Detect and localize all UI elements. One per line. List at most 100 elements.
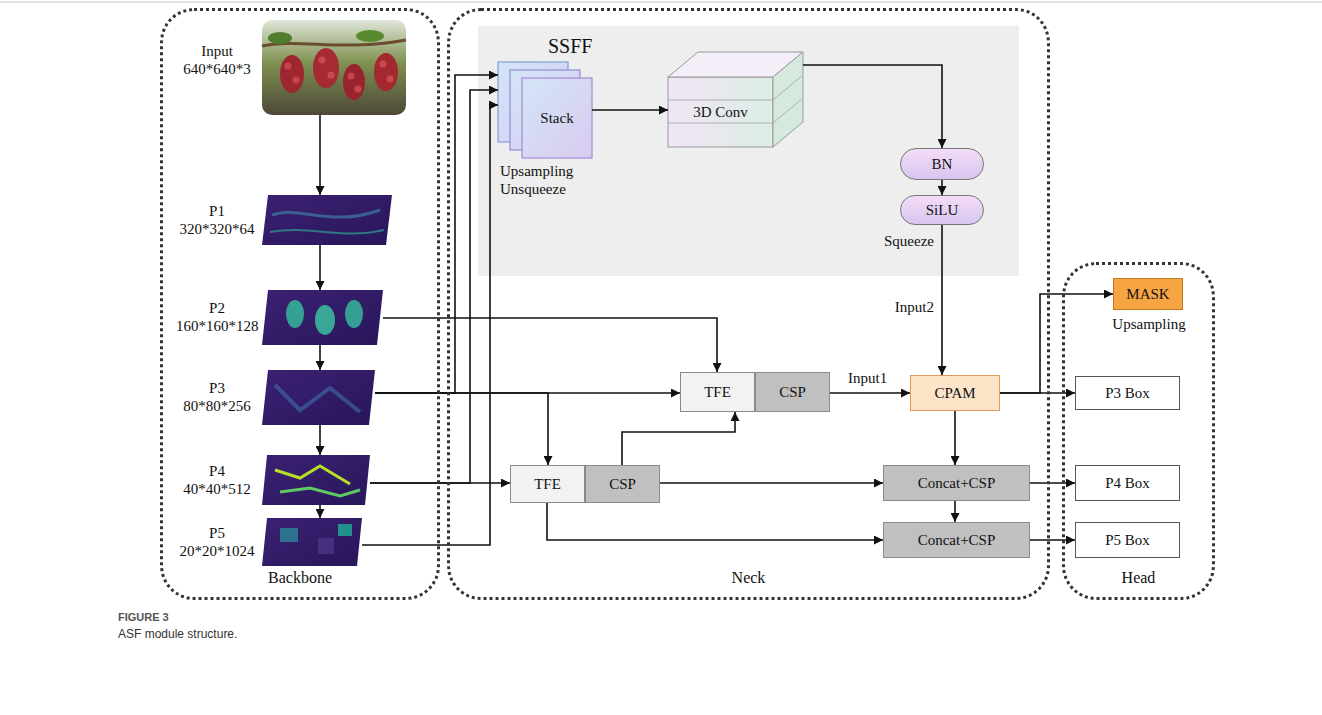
edge-label: Input2 [895, 298, 934, 316]
grape-cluster [374, 53, 398, 91]
feature-map-p3 [262, 370, 375, 425]
connector-arrow [954, 501, 956, 522]
grape [328, 72, 335, 79]
connector-arrow [319, 115, 321, 195]
feature-map: P5 20*20*1024 [176, 518, 362, 566]
mask-box: MASKUpsampling [1113, 278, 1183, 310]
stack-block: StackUpsampling Unsqueeze [498, 62, 592, 158]
node-label: Backbone [163, 568, 437, 587]
node-label: P5 20*20*1024 [176, 524, 258, 560]
connector-arrow [622, 412, 735, 465]
output-box: P4 Box [1075, 465, 1180, 501]
output-box: P3 Box [1075, 376, 1180, 410]
connector-arrow [362, 105, 498, 545]
csp-box: CSP [755, 372, 830, 412]
node-label: P3 Box [1105, 384, 1150, 402]
grape [380, 61, 387, 68]
node-label: P1 320*320*64 [176, 202, 258, 238]
top-rule [0, 2, 1322, 3]
connector-arrow [319, 345, 321, 370]
activation [275, 466, 350, 484]
slab-line [668, 123, 773, 124]
bn-pill: BN [900, 148, 984, 180]
concat-csp-box: Concat+CSP [883, 465, 1030, 501]
leaf [356, 30, 384, 42]
grape [319, 57, 326, 64]
feature-map [262, 518, 362, 566]
feature-map: P3 80*80*256 [176, 370, 375, 425]
node-label: Stack [522, 78, 592, 158]
block-front [668, 77, 773, 147]
feature-map-p2 [262, 290, 383, 345]
connector-arrow [660, 482, 883, 484]
activation [318, 538, 334, 554]
concat-csp-box: Concat+CSP [883, 522, 1030, 558]
connector-arrow [547, 503, 883, 540]
stacked-map [522, 78, 592, 158]
grape-cluster [313, 48, 339, 88]
feature-map [262, 195, 392, 245]
node-label: Head [1065, 568, 1212, 587]
node-label: P3 80*80*256 [176, 379, 258, 415]
connector-arrow [319, 505, 321, 518]
connector-arrow [592, 109, 668, 111]
input-image: Input 640*640*3 [176, 20, 406, 115]
node-label: P4 40*40*512 [176, 462, 258, 498]
cpam-box: CPAM [910, 375, 1000, 411]
node-label: SiLU [926, 201, 959, 219]
activation [338, 524, 352, 536]
figure-caption: ASF module structure. [118, 627, 237, 641]
slab-line [773, 75, 803, 100]
activation [280, 528, 298, 542]
node-label: MASK [1126, 285, 1169, 303]
connector-arrow [1030, 482, 1075, 484]
head-group: HeadMASKUpsamplingP3 BoxP4 BoxP5 Box [1062, 262, 1215, 600]
grape [348, 73, 355, 80]
block-side [773, 52, 803, 147]
feature-map-p1 [262, 195, 392, 245]
backbone-group: BackboneInput 640*640*3P1 320*320*64P2 1… [160, 8, 440, 600]
grape [387, 76, 394, 83]
node-caption: Upsampling Unsqueeze [500, 162, 592, 198]
feature-map-p4 [262, 455, 370, 505]
conv3d-block [668, 52, 803, 147]
feature-map: P4 40*40*512 [176, 455, 370, 505]
connector-arrow [319, 425, 321, 455]
silu-pill: SiLUSqueeze [900, 195, 984, 225]
node-label: TFE [704, 383, 731, 401]
conv3d-block: 3D Conv [668, 52, 803, 147]
activation [286, 300, 304, 328]
connector-arrow [375, 75, 498, 393]
node-label: CPAM [934, 384, 975, 402]
node-caption: Upsampling [1094, 315, 1204, 333]
leaf [268, 32, 292, 44]
activation [270, 230, 384, 234]
node-label: Concat+CSP [918, 474, 996, 492]
tfe-box: TFE [510, 465, 585, 503]
connector-arrow [319, 245, 321, 290]
node-label: Concat+CSP [918, 531, 996, 549]
figure-number: FIGURE 3 [118, 611, 169, 624]
connector-arrow [954, 411, 956, 465]
node-label: TFE [534, 475, 561, 493]
node-label: BN [932, 155, 953, 173]
connector-arrow [370, 90, 498, 483]
grape [285, 63, 292, 70]
photo-ground [262, 20, 406, 115]
slab-line [773, 98, 803, 123]
edge-label: Input1 [848, 369, 887, 387]
connector-arrow [375, 393, 548, 465]
connector-arrow [830, 392, 910, 394]
connector-arrow [370, 482, 510, 484]
connector-arrow [803, 65, 942, 148]
feature-map [262, 455, 370, 505]
activation [315, 305, 335, 335]
activation [345, 300, 363, 328]
neck-group: NeckSSFFStackUpsampling Unsqueeze3D Conv… [447, 8, 1050, 600]
output-box: P5 Box [1075, 522, 1180, 558]
node-label: SSFF [548, 34, 593, 58]
grape-cluster [343, 64, 365, 100]
